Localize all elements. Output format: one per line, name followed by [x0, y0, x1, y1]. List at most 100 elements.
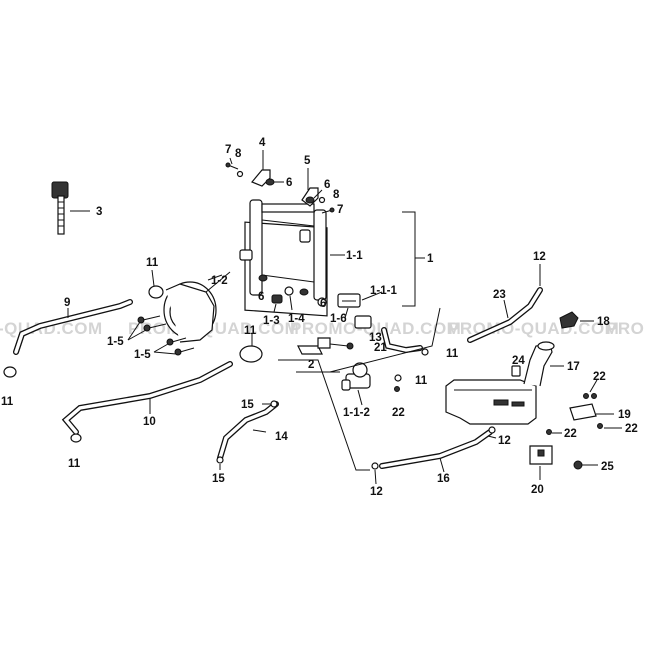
part-23-hose[interactable]	[467, 287, 543, 343]
part-11-clamp-e[interactable]	[421, 348, 429, 356]
part-1-5-bolt-b[interactable]	[166, 337, 195, 356]
callout-23: 23	[493, 289, 506, 301]
callout-8-b: 8	[333, 189, 340, 201]
part-6-grommet-d[interactable]	[299, 288, 309, 296]
part-21-bolt[interactable]	[329, 342, 354, 350]
callout-11-a: 11	[146, 257, 159, 269]
callout-3: 3	[96, 206, 102, 218]
part-14-hose[interactable]	[217, 401, 279, 461]
callout-2: 2	[308, 359, 314, 371]
part-12-clamp-b[interactable]	[488, 426, 496, 434]
part-3-cable-tie[interactable]	[51, 181, 69, 235]
callout-20: 20	[531, 484, 544, 496]
callout-24: 24	[512, 355, 525, 367]
callout-11-c: 11	[68, 458, 81, 470]
callout-12-c: 12	[370, 486, 383, 498]
part-10-hose[interactable]	[61, 361, 233, 435]
part-17-reservoir[interactable]	[445, 341, 555, 425]
callout-5: 5	[304, 155, 311, 167]
callout-22-d: 22	[392, 407, 405, 419]
callout-1-5-a: 1-5	[107, 336, 124, 348]
callout-labels: 1 1-1 1-1-1 1-1-2 1-2 1-3 1-4 1-5 1-5 1-…	[1, 137, 638, 498]
part-22-bolt-c[interactable]	[597, 423, 603, 429]
callout-18: 18	[597, 316, 610, 328]
part-16-hose[interactable]	[379, 429, 493, 469]
part-15-clip-b[interactable]	[216, 456, 224, 464]
callout-1: 1	[427, 253, 434, 265]
part-7-bolt[interactable]	[225, 162, 239, 170]
part-15-clip-a[interactable]	[270, 400, 278, 408]
callout-13: 13	[369, 332, 382, 344]
callout-8-a: 8	[235, 148, 242, 160]
part-22-bolt-a[interactable]	[394, 386, 400, 392]
part-11-clamp-a[interactable]	[148, 285, 164, 299]
callout-6-b: 6	[324, 179, 330, 191]
callout-25: 25	[601, 461, 614, 473]
callout-6-d: 6	[320, 298, 326, 310]
part-1-1-2-outlet[interactable]	[341, 362, 371, 391]
part-6-grommet-c[interactable]	[258, 274, 268, 282]
part-8-washer-b[interactable]	[318, 196, 326, 204]
part-13-hose[interactable]	[381, 327, 423, 354]
callout-10: 10	[143, 416, 156, 428]
part-1-1-radiator[interactable]	[239, 199, 328, 317]
watermark: -QUAD.COM PROMO-QUAD.COM PROMO-QUAD.COM …	[0, 319, 644, 338]
callout-15-a: 15	[241, 399, 254, 411]
callout-1-3: 1-3	[263, 315, 280, 327]
callout-11-b: 11	[1, 396, 14, 408]
part-1-3-sensor[interactable]	[271, 294, 283, 304]
part-11-clamp-f[interactable]	[394, 374, 402, 382]
part-1-5-bolt-a[interactable]	[137, 315, 167, 332]
part-9-hose[interactable]	[13, 299, 133, 355]
callout-1-2: 1-2	[211, 275, 228, 287]
part-6-grommet-b[interactable]	[305, 196, 315, 204]
callout-19: 19	[618, 409, 631, 421]
part-12-clamp-a[interactable]	[371, 462, 379, 470]
watermark-text-3: PROMO-QUAD.COM	[290, 319, 461, 338]
callout-17: 17	[567, 361, 580, 373]
callout-1-5-b: 1-5	[134, 349, 151, 361]
part-1-2-fan[interactable]	[163, 271, 231, 343]
part-11-clamp-c[interactable]	[70, 433, 82, 443]
callout-12-b: 12	[498, 435, 511, 447]
part-1-6-label[interactable]	[337, 293, 361, 308]
callout-1-6: 1-6	[330, 313, 347, 325]
callout-11-e: 11	[446, 348, 459, 360]
part-24-clip[interactable]	[511, 365, 521, 377]
part-22-bolt-b[interactable]	[583, 393, 597, 399]
part-18-cap[interactable]	[559, 311, 579, 329]
part-8-washer[interactable]	[236, 170, 244, 178]
part-20-bracket[interactable]	[529, 445, 553, 465]
callout-16: 16	[437, 473, 450, 485]
part-19-bracket[interactable]	[569, 403, 597, 421]
callout-21: 21	[374, 342, 387, 354]
callout-14: 14	[275, 431, 288, 443]
callout-11-f: 11	[415, 375, 428, 387]
part-11-clamp-d[interactable]	[239, 345, 263, 363]
callout-22-a: 22	[593, 371, 606, 383]
part-1-4-plug[interactable]	[284, 286, 294, 296]
callout-4: 4	[259, 137, 266, 149]
part-11-clamp-b[interactable]	[3, 366, 17, 378]
callout-1-1-1: 1-1-1	[370, 285, 397, 297]
callout-1-4: 1-4	[288, 313, 305, 325]
part-7-bolt-b[interactable]	[321, 207, 335, 214]
callout-11-d: 11	[244, 325, 257, 337]
callout-22-b: 22	[625, 423, 638, 435]
part-1-1-1-cap[interactable]	[354, 315, 372, 329]
part-22-bolt-d[interactable]	[546, 429, 552, 435]
part-2-bracket[interactable]	[297, 337, 331, 355]
callout-9: 9	[64, 297, 70, 309]
callout-15-b: 15	[212, 473, 225, 485]
watermark-text-5: PRO	[606, 319, 644, 338]
part-6-grommet-a[interactable]	[265, 178, 275, 186]
callout-7-b: 7	[337, 204, 343, 216]
part-25-bolt[interactable]	[573, 460, 583, 470]
callout-22-c: 22	[564, 428, 577, 440]
callout-1-1: 1-1	[346, 250, 363, 262]
callout-12-a: 12	[533, 251, 546, 263]
callout-6-a: 6	[286, 177, 292, 189]
callout-7-a: 7	[225, 144, 231, 156]
